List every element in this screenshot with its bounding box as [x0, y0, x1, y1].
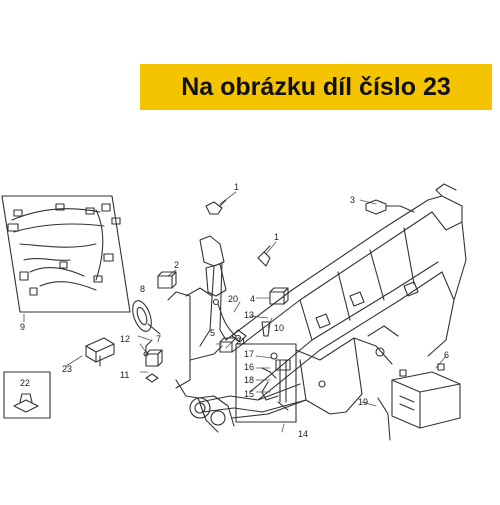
callout-23: 23: [62, 364, 72, 374]
part-number-banner: Na obrázku díl číslo 23: [181, 72, 451, 101]
callout-21: 21: [236, 336, 246, 346]
callout-9: 9: [20, 322, 25, 332]
callout-18: 18: [244, 375, 254, 385]
scooter-frame-drawing: [199, 183, 467, 419]
banner-background: [140, 64, 492, 110]
callout-3: 3: [350, 195, 355, 205]
callout-12: 12: [120, 334, 130, 344]
callout-10: 10: [274, 323, 284, 333]
callout-17: 17: [244, 349, 254, 359]
callout-2: 2: [174, 260, 179, 270]
callout-1a: 1: [234, 182, 239, 192]
wiring-harness-drawing: [1, 195, 131, 313]
callout-13: 13: [244, 310, 254, 320]
callout-5: 5: [210, 328, 215, 338]
callout-6: 6: [444, 350, 449, 360]
callout-8: 8: [140, 284, 145, 294]
callout-16: 16: [244, 362, 254, 372]
head-tube-drawing: [167, 235, 235, 433]
callout-22: 22: [20, 378, 30, 388]
callout-4: 4: [250, 294, 255, 304]
callout-labels: 1 1 2 3 4 5 7 8 9 10 11 12 13 14 15 16 1…: [20, 182, 449, 439]
callout-leader-lines: [23, 191, 447, 433]
callout-1b: 1: [274, 232, 279, 242]
callout-14: 14: [298, 429, 308, 439]
callout-11: 11: [120, 370, 129, 380]
callout-15: 15: [244, 389, 254, 399]
callout-20: 20: [228, 294, 238, 304]
callout-19: 19: [358, 397, 368, 407]
callout-7: 7: [156, 334, 161, 344]
small-parts-drawing: [3, 199, 461, 441]
